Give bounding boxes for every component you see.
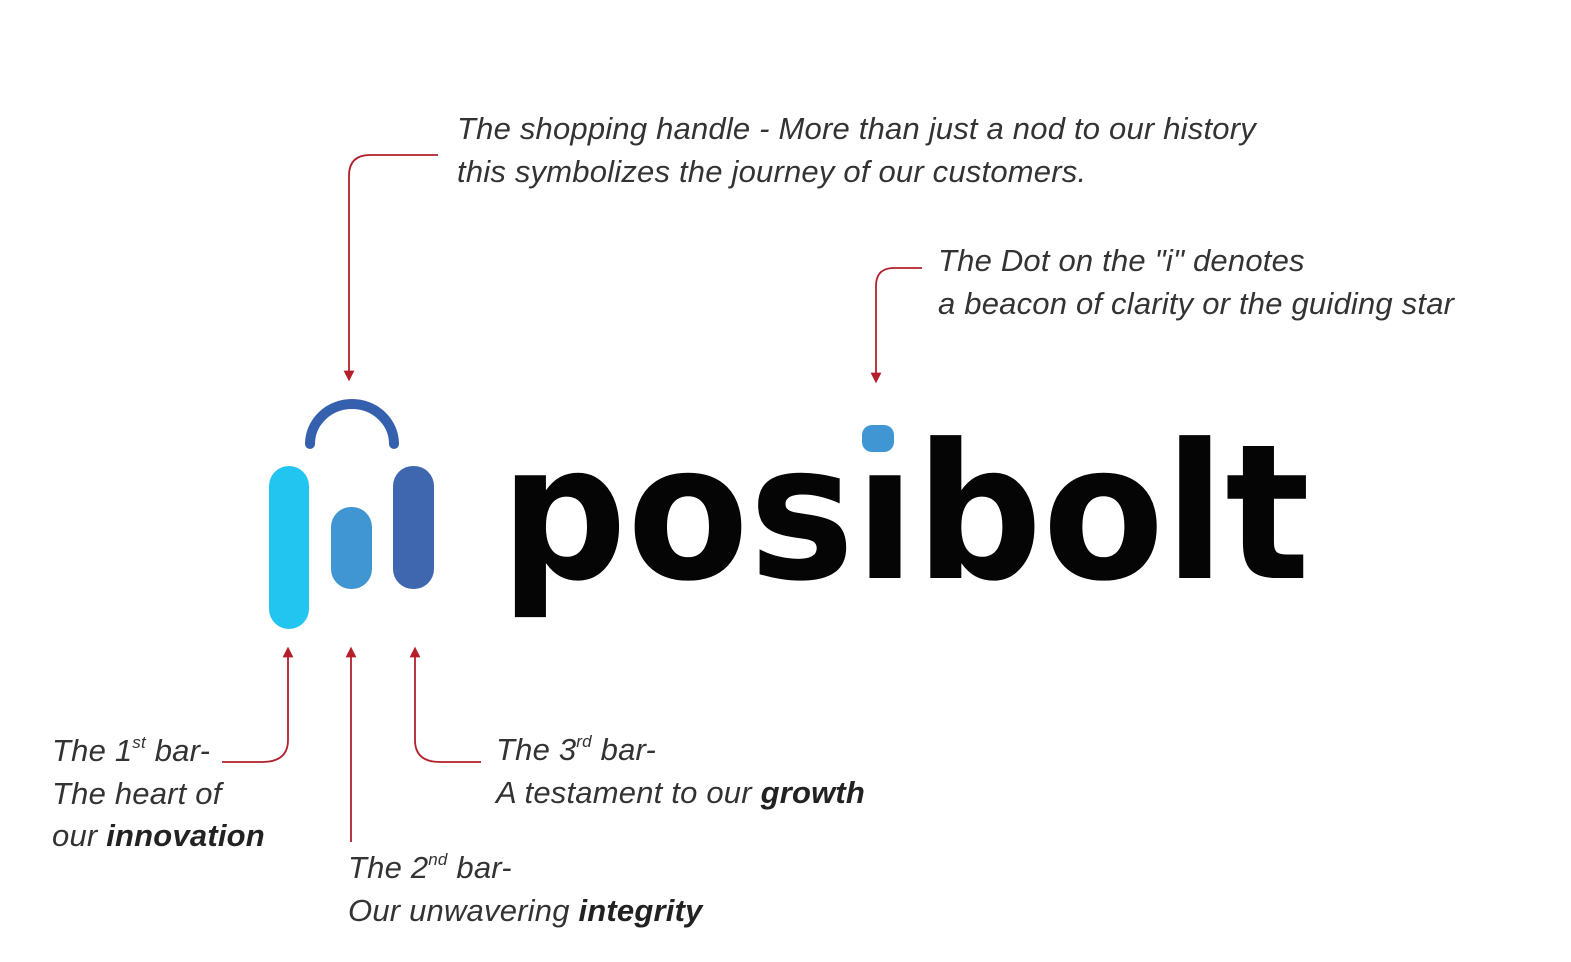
annotation-line: The Dot on the "i" denotes xyxy=(938,243,1305,278)
emphasis: growth xyxy=(760,774,866,810)
text: The 2 xyxy=(348,850,429,885)
annotation-line: The 3rd bar- xyxy=(496,729,865,772)
annotation-line: The 2nd bar- xyxy=(348,847,703,890)
third-bar xyxy=(393,466,434,589)
text: bar- xyxy=(145,733,211,768)
bar2-annotation: The 2nd bar- Our unwavering integrity xyxy=(348,847,703,932)
emphasis: integrity xyxy=(578,892,703,928)
bar1-annotation: The 1st bar- The heart of our innovation xyxy=(52,730,265,858)
first-bar xyxy=(269,466,309,629)
annotation-line: our innovation xyxy=(52,815,265,858)
i-dot xyxy=(862,425,894,452)
logo-wordmark: posıbolt xyxy=(500,404,1310,623)
text: Our unwavering xyxy=(348,892,579,928)
second-bar xyxy=(331,507,372,589)
handle-annotation: The shopping handle - More than just a n… xyxy=(457,108,1256,193)
annotation-line: The heart of xyxy=(52,775,222,811)
text: A testament to our xyxy=(496,774,761,810)
bar3-connector-arrow xyxy=(409,646,481,763)
annotation-line: a beacon of clarity or the guiding star xyxy=(938,285,1455,321)
bar3-annotation: The 3rd bar- A testament to our growth xyxy=(496,729,865,814)
text: bar- xyxy=(591,732,656,767)
handle-connector-arrow xyxy=(343,154,438,382)
emphasis: innovation xyxy=(106,818,265,853)
ordinal-suffix: rd xyxy=(576,732,592,751)
ordinal-suffix: st xyxy=(132,733,146,752)
annotation-line: A testament to our growth xyxy=(496,772,865,815)
shopping-handle-icon xyxy=(305,399,399,449)
annotation-line: The shopping handle - More than just a n… xyxy=(457,111,1256,146)
annotation-line: Our unwavering integrity xyxy=(348,890,703,933)
dot-annotation: The Dot on the "i" denotes a beacon of c… xyxy=(938,240,1454,325)
bar1-connector-arrow xyxy=(222,646,294,763)
annotation-line: this symbolizes the journey of our custo… xyxy=(457,153,1087,189)
dot-connector-arrow xyxy=(870,267,922,384)
text: bar- xyxy=(447,850,512,885)
text: The 3 xyxy=(496,732,577,767)
text: The 1 xyxy=(52,733,133,768)
ordinal-suffix: nd xyxy=(428,850,448,869)
text: our xyxy=(52,818,107,853)
annotation-line: The 1st bar- xyxy=(52,730,265,773)
logo-icon xyxy=(269,399,434,629)
